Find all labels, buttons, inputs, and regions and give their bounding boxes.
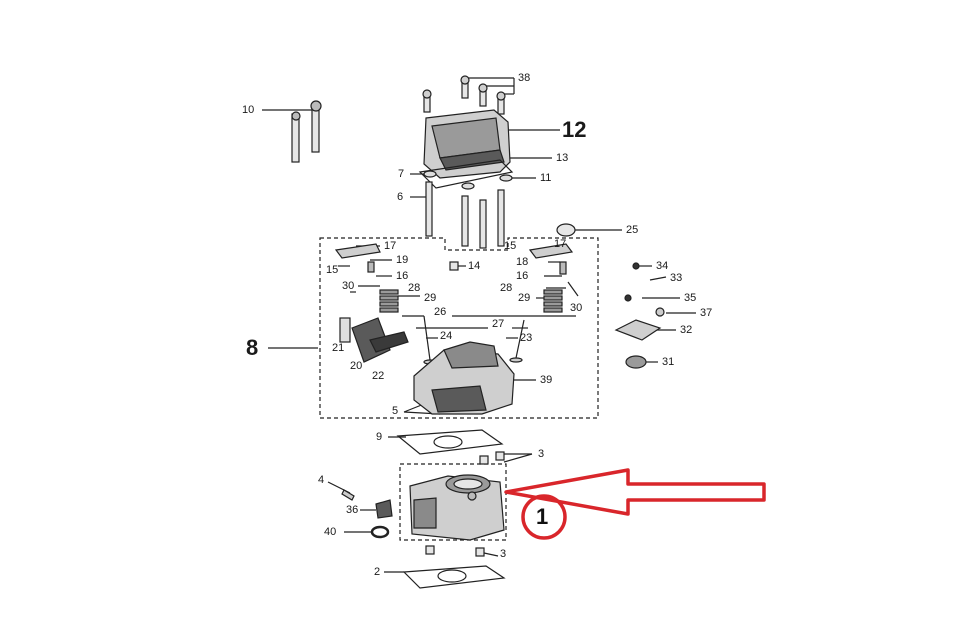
part-label: 11: [540, 172, 552, 184]
part-label: 10: [242, 104, 255, 116]
part-label: 31: [662, 356, 675, 368]
part-label: 24: [440, 330, 453, 342]
part-label: 34: [656, 260, 669, 272]
part-label: 30: [570, 302, 583, 314]
part-label: 15: [326, 264, 339, 276]
part-label: 40: [324, 526, 337, 538]
part-label: 7: [398, 168, 405, 180]
part-label: 17: [554, 238, 567, 250]
part-label: 3: [500, 548, 507, 560]
part-label: 36: [346, 504, 359, 516]
part-label: 6: [397, 191, 404, 203]
part-label: 12: [562, 117, 587, 142]
part-label: 19: [396, 254, 409, 266]
part-label: 3: [538, 448, 545, 460]
part-label: 30: [342, 280, 355, 292]
part-label: 15: [504, 240, 517, 252]
part-label: 8: [246, 335, 259, 360]
part-label: 23: [520, 332, 533, 344]
part-label: 28: [408, 282, 421, 294]
part-label: 16: [396, 270, 409, 282]
part-label: 38: [518, 72, 531, 84]
part-label: 35: [684, 292, 697, 304]
part-label: 28: [500, 282, 513, 294]
part-label: 16: [516, 270, 529, 282]
callout-part-label: 1: [536, 504, 549, 529]
highlight-arrow: [504, 468, 766, 540]
parts: [291, 75, 665, 589]
part-label: 27: [492, 318, 505, 330]
part-label: 22: [372, 370, 385, 382]
part-label: 25: [626, 224, 639, 236]
part-label: 4: [318, 474, 325, 486]
part-label: 37: [700, 307, 713, 319]
part-label: 18: [516, 256, 529, 268]
part-label: 39: [540, 374, 553, 386]
part-label: 14: [468, 260, 481, 272]
part-label: 29: [424, 292, 437, 304]
part-label: 5: [392, 405, 399, 417]
part-label: 21: [332, 342, 345, 354]
part-label: 33: [670, 272, 683, 284]
part-label: 13: [556, 152, 569, 164]
part-label: 26: [434, 306, 447, 318]
part-label: 9: [376, 431, 383, 443]
part-label: 2: [374, 566, 381, 578]
part-label: 17: [384, 240, 397, 252]
part-label: 29: [518, 292, 531, 304]
part-label: 20: [350, 360, 363, 372]
part-label: 32: [680, 324, 693, 336]
